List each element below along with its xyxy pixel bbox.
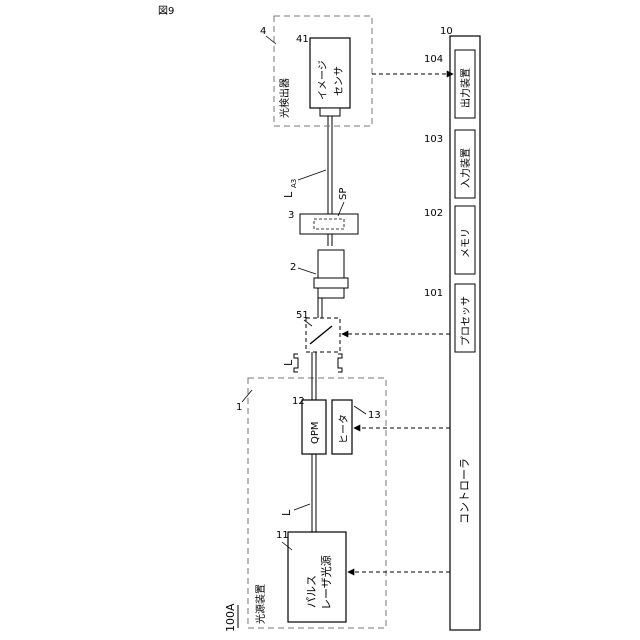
element-2-ref: 2 [290, 262, 296, 273]
element-2-leader [298, 268, 316, 274]
processor-label: プロセッサ [460, 296, 472, 346]
pulse-laser-label-1: パルス [305, 575, 318, 608]
beam-label-l1-leader [294, 504, 310, 510]
element-2-flange [314, 278, 348, 288]
image-sensor-label-2: センサ [333, 66, 345, 96]
sample-sp-label: SP [338, 188, 349, 200]
memory-label: メモリ [461, 228, 472, 258]
controller-ref: 10 [440, 26, 453, 37]
processor-ref: 101 [424, 288, 443, 299]
beam-label-la3-sub: A3 [290, 179, 298, 188]
output-device-ref: 104 [424, 54, 443, 65]
pulse-waveform [294, 354, 342, 372]
beam-label-l2: L [282, 359, 295, 366]
output-device-label: 出力装置 [459, 68, 472, 108]
input-device-label: 入力装置 [459, 148, 472, 188]
element-51-ref: 51 [296, 310, 309, 321]
light-source-title: 光源装置 [254, 584, 267, 624]
beam-label-la3: L [282, 191, 295, 198]
sample-stage [300, 214, 358, 234]
pulse-laser-label-2: レーザ光源 [319, 555, 333, 610]
detector-title: 光検出器 [278, 78, 291, 118]
system-ref: 100A [224, 603, 237, 632]
element-2-upper [318, 250, 344, 278]
detector-ref: 4 [260, 26, 266, 37]
beam-label-l1: L [280, 509, 293, 516]
image-sensor-label-1: イメージ [318, 60, 329, 100]
controller-label: コントローラ [458, 458, 471, 524]
input-device-ref: 103 [424, 134, 443, 145]
figure-label: 図9 [158, 5, 174, 17]
element-51-box [306, 318, 340, 352]
heater-leader [354, 406, 366, 414]
qpm-ref: 12 [292, 396, 305, 407]
heater-label: ヒータ [338, 414, 350, 444]
pulse-laser-ref: 11 [276, 530, 289, 541]
image-sensor-ref: 41 [296, 34, 309, 45]
image-sensor-window [320, 108, 340, 116]
qpm-label: QPM [310, 421, 321, 444]
element-2-lower [318, 288, 344, 298]
heater-ref: 13 [368, 410, 381, 421]
sample-stage-ref: 3 [288, 210, 294, 221]
light-source-leader [242, 390, 252, 402]
beam-label-la3-leader [298, 170, 326, 180]
light-source-ref: 1 [236, 402, 242, 413]
memory-ref: 102 [424, 208, 443, 219]
